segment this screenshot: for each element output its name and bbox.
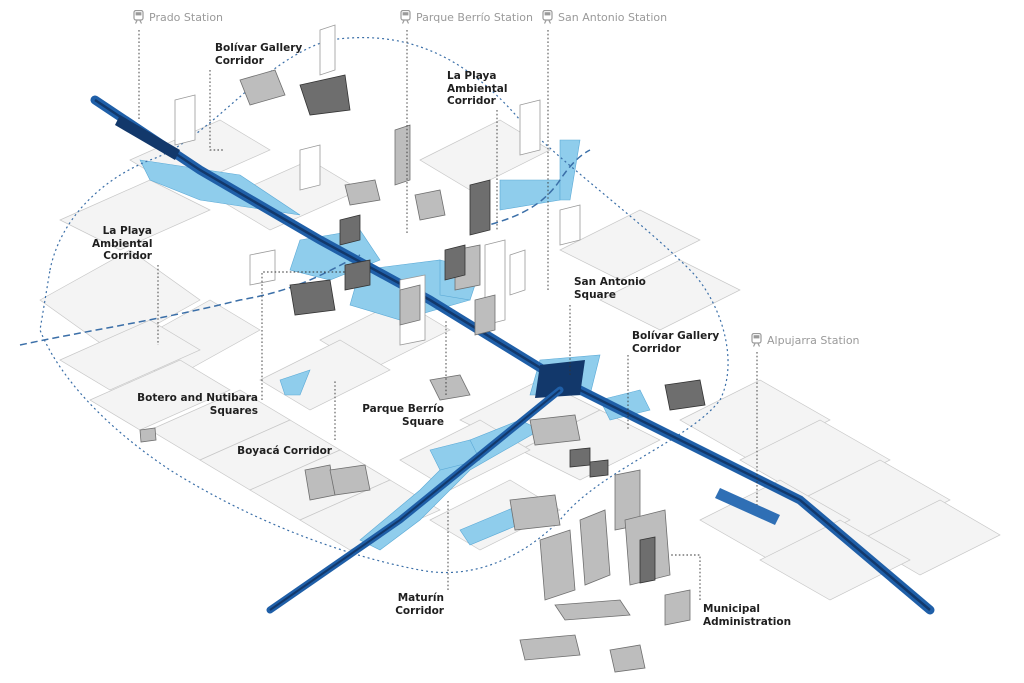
label-san-antonio-square: San Antonio Square	[574, 276, 646, 301]
label-municipal-administration: Municipal Administration	[703, 603, 792, 628]
label-bolivar-gallery-corridor-top: Bolívar Gallery Corridor	[215, 42, 303, 67]
metro-line-branch	[266, 386, 564, 614]
station-label-parque-berrio: Parque Berrío Station	[400, 10, 533, 24]
label-bolivar-gallery-corridor-right: Bolívar Gallery Corridor	[632, 330, 720, 355]
metro-line-main	[90, 95, 935, 615]
label-boyaca-corridor: Boyacá Corridor	[237, 445, 332, 457]
label-maturin-corridor: Maturín Corridor	[395, 592, 444, 617]
station-label-prado: Prado Station	[133, 10, 223, 24]
metro-train-icon	[751, 333, 762, 347]
metro-train-icon	[133, 10, 144, 24]
station-name: San Antonio Station	[558, 10, 668, 24]
label-parque-berrio-square: Parque Berrío Square	[362, 403, 444, 428]
station-name: Prado Station	[149, 10, 224, 24]
label-la-playa-corridor-left: La Playa Ambiental Corridor	[92, 225, 153, 262]
label-la-playa-corridor-top: La Playa Ambiental Corridor	[447, 70, 508, 107]
stream-line-west	[19, 254, 361, 346]
metro-train-icon	[400, 10, 411, 24]
leader-lines	[138, 30, 758, 600]
buildings	[139, 24, 706, 673]
station-name: Alpujarra Station	[767, 333, 860, 347]
metro-train-icon	[542, 10, 553, 24]
station-name: Parque Berrío Station	[416, 10, 533, 24]
station-label-alpujarra: Alpujarra Station	[751, 333, 860, 347]
station-label-san-antonio: San Antonio Station	[542, 10, 667, 24]
stream-line-east	[469, 149, 591, 231]
label-botero-nutibara-squares: Botero and Nutibara Squares	[137, 392, 258, 417]
